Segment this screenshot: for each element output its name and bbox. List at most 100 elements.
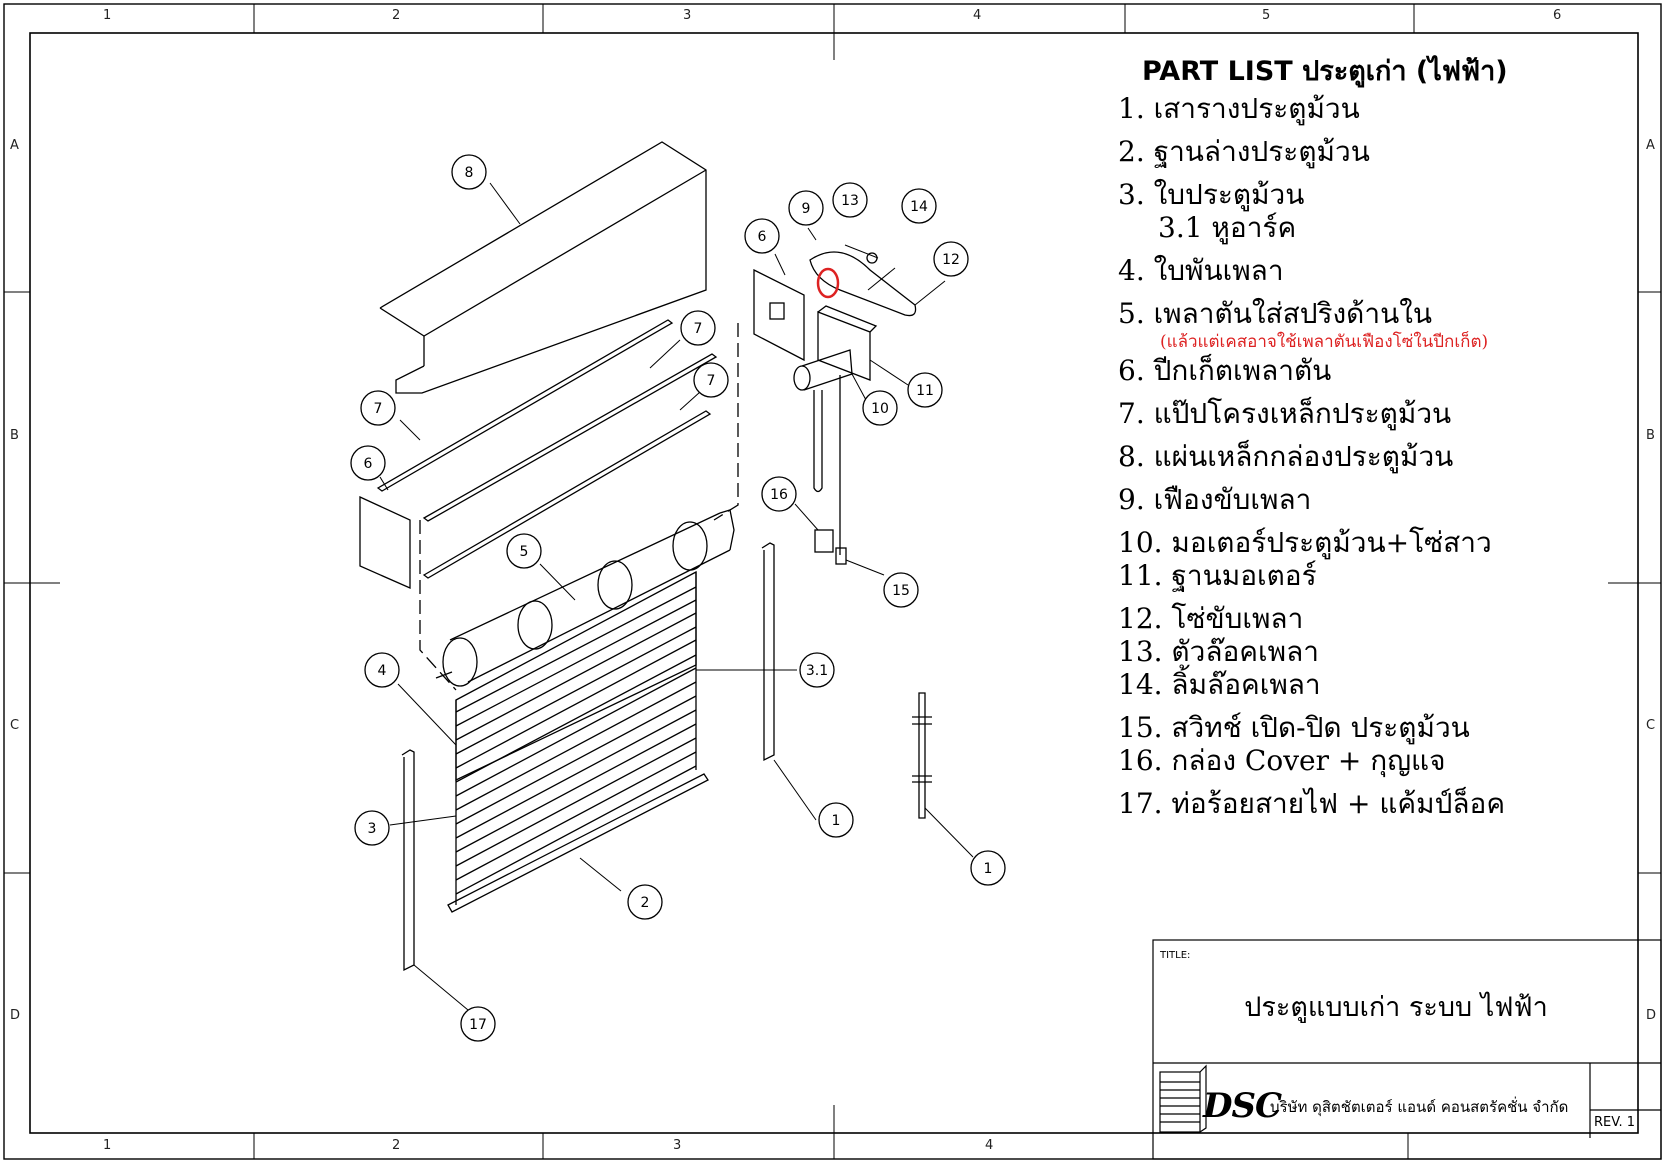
part-list-item: 12. โซ่ขับเพลา — [1118, 602, 1304, 635]
zone-label-top-5: 5 — [1262, 8, 1271, 23]
guide-rail-right — [761, 542, 775, 762]
part-list-title: PART LIST ประตูเก่า (ไฟฟ้า) — [1142, 56, 1508, 87]
part-list-item: 3. ใบประตูม้วน — [1118, 178, 1305, 211]
part-list-item: 6. ปีกเก็ตเพลาตัน — [1118, 354, 1332, 387]
callout-11: 11 — [907, 372, 943, 408]
part-list-item: 9. เฟืองขับเพลา — [1118, 483, 1312, 516]
callout-number: 3.1 — [806, 663, 828, 679]
callout-number: 17 — [469, 1017, 487, 1033]
zone-label-bottom-1: 1 — [103, 1138, 112, 1153]
callout-number: 8 — [465, 165, 474, 181]
part-list-item: 7. แป๊ปโครงเหล็กประตูม้วน — [1118, 397, 1452, 430]
part-list-item: 16. กล่อง Cover + กุญแจ — [1118, 744, 1446, 777]
callout-12: 12 — [933, 241, 969, 277]
motor-base — [817, 311, 871, 381]
exploded-diagram — [359, 141, 974, 1016]
drive-gear — [816, 267, 840, 299]
part-list-item: 2. ฐานล่างประตูม้วน — [1118, 135, 1370, 168]
title-block-lines — [1152, 939, 1662, 1160]
callout-number: 5 — [520, 544, 529, 560]
callout-number: 2 — [641, 895, 650, 911]
callout-6: 6 — [744, 218, 780, 254]
part-list: PART LIST ประตูเก่า (ไฟฟ้า) 1. เสารางประ… — [1118, 52, 1538, 820]
rolling-door-motor — [793, 349, 853, 555]
zone-label-side-d-right: D — [1646, 1008, 1657, 1023]
bracket-bearing — [769, 302, 785, 320]
part-list-item: 17. ท่อร้อยสายไฟ + แค้มป์ล็อค — [1118, 787, 1506, 820]
callout-4: 4 — [364, 652, 400, 688]
callout-2: 2 — [627, 884, 663, 920]
revision-label: REV. 1 — [1594, 1115, 1635, 1130]
zone-label-side-a-right: A — [1646, 138, 1655, 153]
open-close-switch — [835, 547, 847, 565]
zone-label-top-4: 4 — [973, 8, 982, 23]
callout-number: 6 — [758, 229, 767, 245]
zone-label-bottom-3: 3 — [673, 1138, 682, 1153]
callout-13: 13 — [832, 182, 868, 218]
callout-number: 3 — [368, 821, 377, 837]
callout-5: 5 — [506, 533, 542, 569]
callout-14: 14 — [901, 188, 937, 224]
title-block-label: TITLE: — [1160, 950, 1191, 961]
callout-number: 7 — [707, 373, 716, 389]
callout-17: 17 — [460, 1006, 496, 1042]
part-list-item: 5. เพลาตันใส่สปริงด้านใน — [1118, 297, 1433, 330]
zone-label-top-3: 3 — [683, 8, 692, 23]
zone-label-side-b-right: B — [1646, 428, 1655, 443]
callout-number: 15 — [892, 583, 910, 599]
outer-frame — [3, 3, 1662, 1160]
callout-3-1: 3.1 — [799, 652, 835, 688]
steel-frame-pipes — [376, 319, 718, 579]
callout-1: 1 — [818, 802, 854, 838]
callout-number: 4 — [378, 663, 387, 679]
callout-number: 1 — [984, 861, 993, 877]
guide-rail-left — [401, 749, 415, 972]
callout-1: 1 — [970, 850, 1006, 886]
drawing-title: ประตูแบบเก่า ระบบ ไฟฟ้า — [1244, 992, 1548, 1023]
callout-number: 9 — [802, 201, 811, 217]
callout-10: 10 — [862, 390, 898, 426]
drive-chain-plate — [809, 251, 917, 317]
callout-8: 8 — [451, 154, 487, 190]
callout-number: 11 — [916, 383, 934, 399]
callout-number: 7 — [694, 321, 703, 337]
zone-label-side-c-right: C — [1646, 718, 1656, 733]
callout-number: 7 — [374, 401, 383, 417]
part-list-item: 4. ใบพันเพลา — [1118, 254, 1284, 287]
part-list-item: 10. มอเตอร์ประตูม้วน+โซ่สาว — [1118, 526, 1492, 559]
callout-15: 15 — [883, 572, 919, 608]
cover-box — [814, 529, 834, 553]
callout-6: 6 — [350, 445, 386, 481]
zone-label-side-b-left: B — [10, 428, 19, 443]
zone-label-side-c-left: C — [10, 718, 20, 733]
logo-shutter-icon — [1159, 1064, 1207, 1133]
callout-number: 12 — [942, 252, 960, 268]
callout-7: 7 — [680, 310, 716, 346]
part-list-item: 13. ตัวล๊อคเพลา — [1118, 635, 1319, 668]
spring-shaft — [435, 509, 735, 687]
part-list-subitem: 3.1 หูอาร์ค — [1158, 211, 1297, 244]
electric-conduit — [912, 692, 932, 819]
callout-number: 14 — [910, 199, 928, 215]
company-name: บริษัท ดุสิตชัตเตอร์ แอนด์ คอนสตรัคชั่น … — [1270, 1098, 1569, 1116]
zone-label-top-2: 2 — [392, 8, 401, 23]
company-logo: DSC — [1203, 1086, 1282, 1126]
callout-3: 3 — [354, 810, 390, 846]
part-list-item: 15. สวิทช์ เปิด-ปิด ประตูม้วน — [1118, 711, 1470, 744]
part-list-item: 8. แผ่นเหล็กกล่องประตูม้วน — [1118, 440, 1454, 473]
callout-number: 16 — [770, 487, 788, 503]
left-bracket-plate — [359, 495, 411, 589]
callout-9: 9 — [788, 190, 824, 226]
zone-label-top-6: 6 — [1553, 8, 1562, 23]
callout-7: 7 — [360, 390, 396, 426]
zone-label-top-1: 1 — [103, 8, 112, 23]
callout-number: 1 — [832, 813, 841, 829]
zone-label-bottom-4: 4 — [985, 1138, 994, 1153]
callout-number: 13 — [841, 193, 859, 209]
dashed-guides — [419, 323, 739, 691]
zone-label-side-a-left: A — [10, 138, 19, 153]
callout-7: 7 — [693, 362, 729, 398]
part-list-note: (แล้วแต่เคสอาจใช้เพลาตันเฟืองโซ่ในปีกเก็… — [1160, 332, 1489, 352]
part-list-item: 1. เสารางประตูม้วน — [1118, 92, 1360, 125]
